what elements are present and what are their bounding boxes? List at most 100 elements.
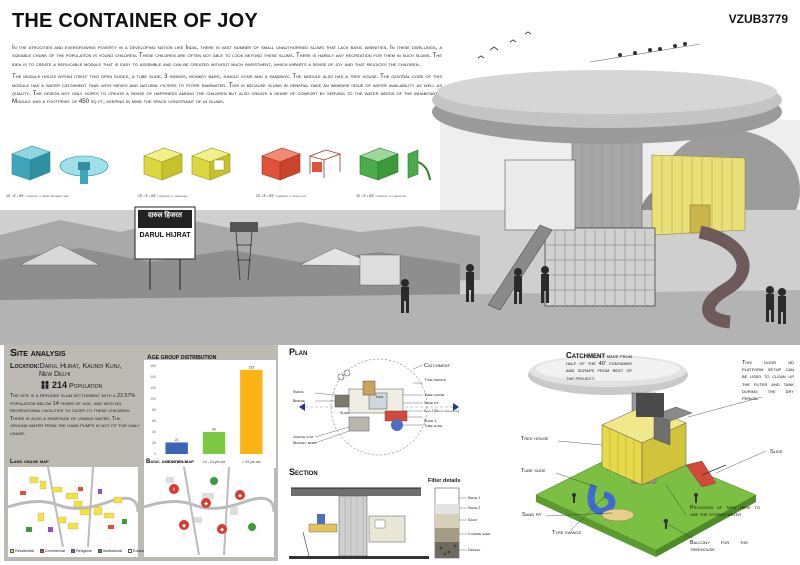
sign-hindi-text: दारुल हिजरत: [148, 212, 182, 219]
axonometric-drawing: [528, 355, 767, 557]
plan-label-sand-pit: Sand pit: [424, 401, 439, 405]
plan-label-tank: Tank: [375, 395, 384, 399]
label-taps: Provision of taps here to use the stored…: [690, 505, 760, 519]
filter-layer-label: Gravel: [468, 548, 481, 552]
y-tick-label: 140: [150, 375, 156, 379]
basic-amenities-map: ⚕ ◆ ◆ ◆ ◆: [143, 466, 276, 557]
plan-label-jungle-gym: Jungle gym: [293, 435, 314, 439]
land-usage-heading: Land usage map: [10, 459, 49, 465]
filter-layer-label: Sieve 1: [468, 496, 481, 500]
plan-label-monkey-bars: Monkey bars: [293, 441, 316, 445]
location-value: Darul Hijrat, Kalindi Kunj,: [39, 363, 122, 370]
plan-label-swing: Swing: [293, 390, 304, 394]
plan-drawing: [299, 358, 459, 456]
y-tick-label: 0: [154, 452, 156, 456]
module-caption: 20' x 8' x 8'6" converted to treehouse: [138, 194, 188, 198]
age-group-chart: 0 20 40 60 80 100 120 140 160 21 0 - 14 yrs old 40 1…: [144, 360, 276, 468]
population-label: Population: [68, 383, 103, 390]
location-line: Location:Darul Hijrat, Kalindi Kunj,: [10, 361, 122, 370]
basic-amenities-heading: Basic amenities map: [146, 459, 194, 465]
label-sand-pit: Sand pit: [522, 512, 542, 518]
door-platform-note: This door nd platform setup can be used …: [742, 360, 794, 403]
svg-text:◆: ◆: [182, 523, 186, 529]
plan-label-slide-2: Slide 2 (Below tree house): [424, 409, 459, 413]
entry-code: VZUB3779: [728, 12, 788, 26]
treehouse-module-icon: [143, 147, 231, 181]
people-icon: [41, 380, 49, 389]
legend-item: Commercial: [39, 549, 65, 553]
y-tick-label: 160: [150, 364, 156, 368]
legend-item: Residential: [10, 549, 34, 553]
land-usage-map-drawing: [7, 466, 140, 548]
hero-scene-illustration: [0, 70, 800, 345]
intro-text: In the atrocities and evergrowing povert…: [12, 44, 442, 111]
y-tick-label: 80: [152, 408, 156, 412]
jungle-gym-module-icon: [261, 147, 342, 181]
plan-label-tube-slide: Tube slide: [424, 424, 443, 428]
section-drawing: [289, 487, 467, 559]
label-tyre-swings: Tyre swings: [552, 530, 582, 536]
label-tube-slide: Tube slide: [521, 468, 546, 474]
label-tree-house: Tree house: [521, 436, 549, 442]
intro-paragraph-1: In the atrocities and evergrowing povert…: [12, 44, 442, 68]
x-category-label: > 24 yrs old: [242, 460, 260, 464]
svg-text:◆: ◆: [204, 501, 208, 507]
intro-paragraph-2: The module holds within itself two open …: [12, 73, 442, 106]
age-group-heading: Age group distribution: [147, 354, 217, 361]
birds-illustration: [477, 31, 700, 63]
land-usage-map: Residential Commercial Religious Institu…: [7, 466, 153, 557]
location-label: Location:: [10, 361, 40, 370]
playground-module-icon: [359, 147, 431, 181]
poster-title: THE CONTAINER OF JOY: [12, 10, 258, 32]
y-tick-label: 40: [152, 430, 156, 434]
plan-label-tree-house: Tree house: [424, 393, 445, 397]
plan-heading: Plan: [289, 347, 308, 357]
y-tick-label: 100: [150, 397, 156, 401]
population-line: 214 Population: [40, 380, 102, 390]
age-bar: [240, 369, 263, 454]
module-jungle-gym: 20' x 8' x 8'6" converted to jungle gym: [256, 140, 346, 198]
age-bar: [165, 442, 188, 454]
y-tick-label: 20: [152, 441, 156, 445]
filter-layer-label: Sand: [468, 518, 477, 522]
filter-layer-label: Sieve 2: [468, 506, 481, 510]
plan-label-catchment: Catchment: [424, 363, 450, 369]
y-tick-label: 60: [152, 419, 156, 423]
label-balcony: Balcony for the treehouse: [690, 540, 748, 554]
y-tick-label: 120: [150, 386, 156, 390]
legend-item: Religious: [71, 549, 92, 553]
module-water-tank: 40' x 8' x 8'6" converted to water catch…: [6, 140, 116, 198]
bar-value-label: 40: [212, 428, 216, 432]
x-category-label: 14 - 24 yrs old: [203, 460, 225, 464]
filter-layer-label: Coarse sand: [468, 532, 491, 536]
basic-amenities-map-drawing: ⚕ ◆ ◆ ◆ ◆: [143, 466, 276, 556]
bar-value-label: 153: [248, 365, 254, 369]
catchment-title: Catchment: [566, 351, 605, 360]
water-tank-module-icon: [11, 145, 109, 184]
population-number: 214: [51, 380, 67, 390]
svg-text:◆: ◆: [220, 527, 224, 533]
location-value-2: New Delhi: [39, 371, 71, 378]
plan-label-bridge: Bridge: [293, 399, 306, 403]
legend-item: Institutional: [97, 549, 122, 553]
x-category-label: 0 - 14 yrs old: [167, 460, 187, 464]
site-analysis-heading: Site analysis: [10, 347, 66, 359]
legend-item: Educational: [127, 549, 153, 553]
svg-text:◆: ◆: [238, 493, 242, 499]
site-description: The site is a refugee slum settlement wi…: [10, 393, 140, 437]
plan-label-slide-1: Slide 1: [424, 419, 437, 423]
sign-darul-hijrat-text: DARUL HIJRAT: [139, 232, 191, 239]
module-caption: 40' x 8' x 8'6" converted to water catch…: [6, 194, 69, 198]
module-caption: 40' x 8' x 8'6" converted to playground: [356, 194, 407, 198]
site-analysis-panel: Site analysis Location:Darul Hijrat, Kal…: [4, 345, 278, 561]
age-bar: [202, 432, 226, 454]
module-treehouse: 20' x 8' x 8'6" converted to treehouse: [138, 140, 238, 198]
filter-details-heading: Filter details: [428, 478, 461, 484]
plan-label-tyre-swings: Tyre swings: [424, 378, 446, 382]
land-usage-legend: Residential Commercial Religious Institu…: [10, 549, 153, 553]
bar-value-label: 21: [175, 438, 179, 442]
module-playground: 40' x 8' x 8'6" converted to playground: [356, 140, 436, 198]
label-slide: Slide: [770, 449, 783, 455]
plan-label-slide: Slide: [340, 411, 350, 415]
svg-text:⚕: ⚕: [173, 487, 176, 493]
